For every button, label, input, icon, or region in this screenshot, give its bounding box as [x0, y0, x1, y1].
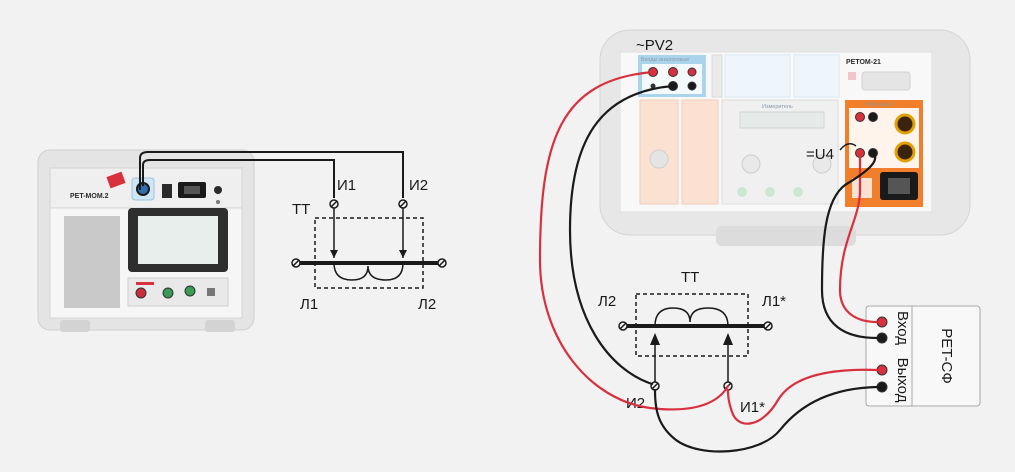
right-l1-label: Л1*: [762, 293, 786, 310]
ground-terminal-icon: [214, 186, 222, 194]
stop-button[interactable]: [135, 287, 147, 299]
output-label: Выход: [894, 358, 911, 403]
arrow-i2-icon: [650, 333, 660, 345]
left-i1-label: И1: [337, 177, 356, 194]
pv2-jack-red-2[interactable]: [668, 67, 678, 77]
pv2-label: ~PV2: [636, 37, 673, 54]
ct-dashed-box: [314, 217, 424, 289]
left-ct-schematic: TT И1 И2 Л1 Л2: [291, 177, 447, 313]
wire-black-u4-input: [820, 151, 879, 340]
mode-button[interactable]: [184, 285, 196, 297]
binary-panel: [711, 54, 723, 98]
arrow-i2-icon: [399, 250, 407, 258]
terminal-i1-icon: [329, 199, 339, 209]
terminal-l2-icon: [618, 321, 628, 331]
terminal-l1-icon: [763, 321, 773, 331]
u4-jack-red[interactable]: [855, 112, 865, 122]
wire-black-output-i2: [653, 385, 879, 453]
u4-jack-black[interactable]: [868, 112, 878, 122]
meter-knob: [741, 154, 761, 174]
source2-socket-inner: [888, 178, 910, 194]
left-l1-label: Л1: [300, 296, 318, 313]
left-tt-label: TT: [292, 201, 310, 218]
pv2-small-jack: [650, 83, 656, 89]
right-i2-label: И2: [626, 395, 645, 412]
source2-side-panel: [681, 99, 719, 205]
retom21-device: Входы аналоговые PETOM-21 Измеритель Ист…: [599, 29, 971, 246]
ret-mom2-device: PET-MOM.2: [37, 149, 255, 332]
ret-sf-label: PET-СФ: [938, 328, 955, 384]
output-jack-black[interactable]: [876, 381, 888, 393]
ret-sf-device: PET-СФ Вход Выход: [865, 305, 981, 407]
terminal-l1-icon: [291, 258, 301, 268]
source2-title: Источник 2: [866, 102, 894, 108]
meter-title: Измеритель: [762, 104, 793, 110]
left-wires: [139, 151, 404, 198]
device-screen: [138, 216, 218, 264]
power-socket-inner: [184, 186, 200, 194]
wire-red-pv2-i1: [538, 70, 730, 411]
pv2-jack-aux-2[interactable]: [687, 81, 697, 91]
high-current-terminal[interactable]: [894, 113, 916, 135]
source3-panel: [724, 54, 791, 98]
wire-red-output-i1: [726, 368, 879, 425]
input-jack-red[interactable]: [876, 316, 888, 328]
meter-green-button-3: [793, 187, 803, 197]
device-name: PET-MOM.2: [70, 193, 109, 200]
usb-port-icon: [207, 288, 215, 296]
red-indicator: [848, 72, 856, 80]
source4-panel: [793, 54, 840, 98]
right-tt-label: TT: [681, 269, 699, 286]
pv2-jack-aux[interactable]: [687, 67, 697, 77]
right-i1-label: И1*: [740, 399, 765, 416]
terminal-i2-icon: [398, 199, 408, 209]
source1-knob: [649, 149, 669, 169]
wire-to-i1: [142, 159, 335, 198]
button-panel-tab: [136, 282, 154, 285]
right-l2-label: Л2: [598, 293, 616, 310]
u4-label: =U4: [806, 146, 834, 163]
top-connector: [861, 71, 911, 91]
left-i2-label: И2: [409, 177, 428, 194]
u4-pointer-icon: [839, 143, 857, 151]
device-handle: [716, 226, 856, 246]
input-label: Вход: [894, 311, 911, 345]
source2-small-port: [852, 178, 872, 198]
wire-to-i2: [139, 151, 404, 198]
start-button[interactable]: [162, 287, 174, 299]
meter-display: [739, 111, 825, 129]
device-side-panel: [64, 216, 120, 308]
device-foot-right: [205, 320, 235, 332]
input-jack-black[interactable]: [876, 332, 888, 344]
terminal-l2-icon: [437, 258, 447, 268]
right-ct-schematic: TT Л2 Л1* И2 И1*: [598, 269, 786, 416]
meter-green-button-2: [765, 187, 775, 197]
meter-green-button: [737, 187, 747, 197]
device-name: PETOM-21: [846, 59, 881, 66]
left-l2-label: Л2: [418, 296, 436, 313]
logo-icon: [106, 171, 126, 189]
wire-red-u4-input: [838, 151, 879, 324]
analog-inputs-title: Входы аналоговые: [641, 57, 689, 63]
output-jack-red[interactable]: [876, 364, 888, 376]
ret-sf-body: [865, 305, 981, 407]
device-foot-left: [60, 320, 90, 332]
wire-black-pv2-i2: [568, 84, 675, 386]
arrow-i1-icon: [330, 250, 338, 258]
ct-winding: [654, 307, 729, 327]
high-current-terminal-2[interactable]: [894, 141, 916, 163]
arrow-i1-icon: [723, 333, 733, 345]
right-wires: [538, 70, 879, 453]
power-switch[interactable]: [162, 184, 172, 198]
indicator-led: [216, 200, 220, 204]
source1-panel: [639, 99, 679, 205]
ct-winding: [333, 262, 404, 281]
meter-knob-2: [812, 154, 832, 174]
